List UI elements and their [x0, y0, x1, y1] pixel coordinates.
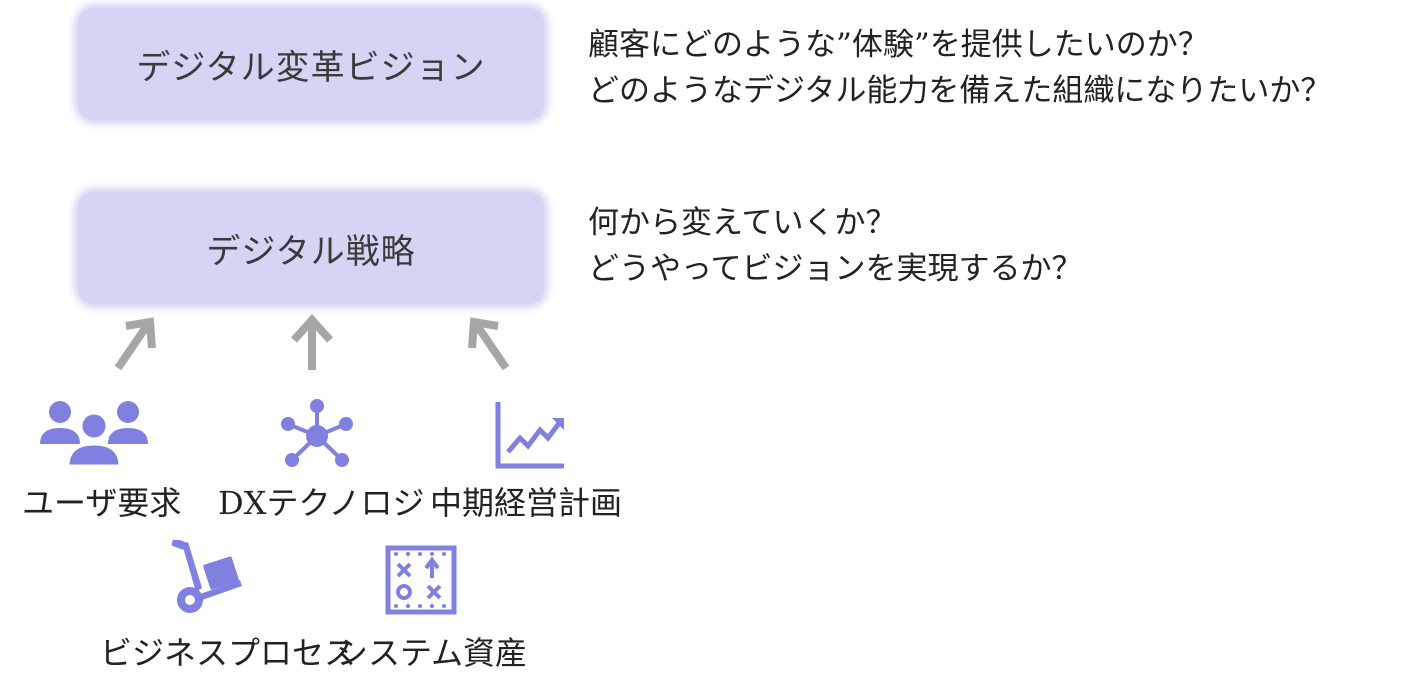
- strategy-box: デジタル戦略: [78, 192, 544, 304]
- vision-questions: 顧客にどのような”体験”を提供したいのか？ どのようなデジタル能力を備えた組織に…: [588, 22, 1331, 114]
- label-business-process: ビジネスプロセス: [100, 634, 357, 672]
- strategy-board-icon: [385, 545, 457, 615]
- arrow-right: [468, 317, 510, 371]
- strategy-question-2: どうやってビジョンを実現するか？: [588, 251, 1083, 287]
- label-dx-technology: DXテクノロジ: [218, 484, 425, 522]
- label-system-assets: システム資産: [336, 634, 528, 672]
- trend-chart-icon: [495, 402, 564, 469]
- strategy-box-label: デジタル戦略: [206, 231, 416, 272]
- label-midterm-plan: 中期経営計画: [430, 484, 623, 522]
- arrow-center: [291, 314, 333, 370]
- vision-box-label: デジタル変革ビジョン: [136, 47, 486, 88]
- users-group-icon: [40, 401, 148, 468]
- strategy-questions: 何から変えていくか？ どうやってビジョンを実現するか？: [588, 200, 1082, 292]
- vision-question-2: どのようなデジタル能力を備えた組織になりたいか？: [588, 73, 1332, 109]
- vision-box: デジタル変革ビジョン: [78, 8, 544, 120]
- arrow-left: [114, 317, 156, 371]
- hand-truck-icon: [171, 540, 242, 613]
- vision-question-1: 顧客にどのような”体験”を提供したいのか？: [588, 27, 1209, 63]
- strategy-question-1: 何から変えていくか？: [588, 205, 897, 241]
- network-hub-icon: [281, 399, 353, 467]
- label-user-requirements: ユーザ要求: [22, 484, 182, 522]
